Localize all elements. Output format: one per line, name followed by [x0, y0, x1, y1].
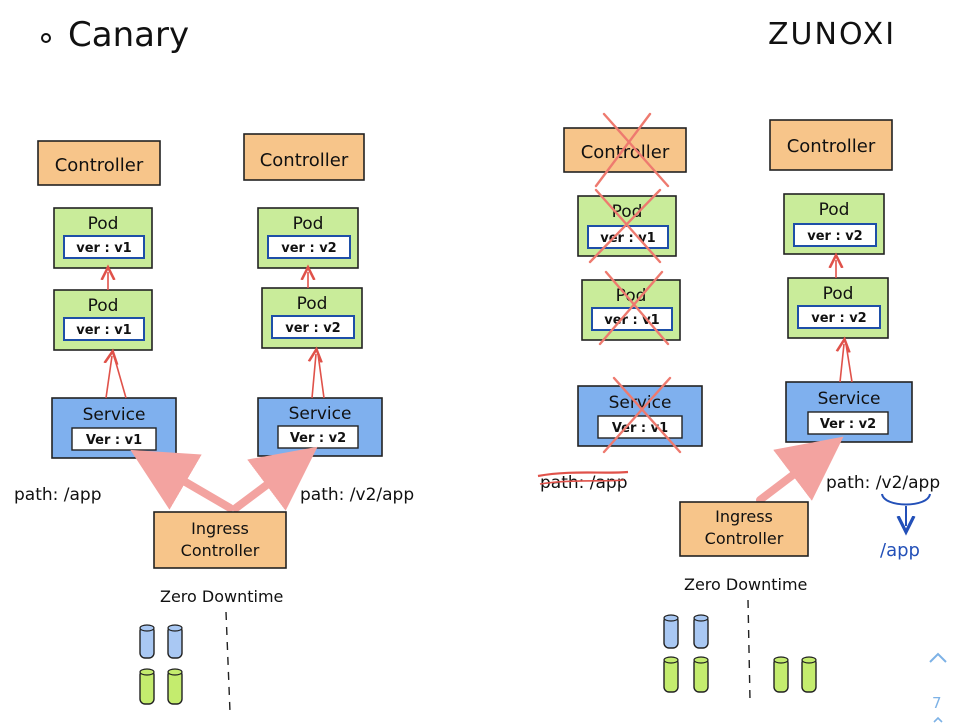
- cylinder-green: [139, 668, 155, 705]
- pod-cylinders: [139, 624, 183, 705]
- version-tag-label: ver : v1: [76, 323, 131, 338]
- cylinder-green: [693, 656, 709, 693]
- pod-cylinders: [663, 614, 817, 693]
- service-to-pod-arrow: [312, 354, 316, 399]
- service-version-tag: [597, 415, 683, 439]
- cylinder-green: [167, 668, 183, 705]
- page-nav[interactable]: 7: [929, 652, 947, 723]
- ingress-label: Controller: [181, 541, 260, 560]
- pod-label: Pod: [88, 296, 119, 316]
- pod-label: Pod: [823, 284, 854, 304]
- cylinder-green: [663, 656, 679, 693]
- version-tag-label: ver : v2: [285, 321, 340, 336]
- service-version-tag: [277, 425, 359, 449]
- cylinder-blue: [693, 614, 709, 649]
- version-tag: [271, 315, 355, 339]
- ingress-controller-box: [153, 511, 287, 569]
- version-tag: [797, 305, 881, 329]
- dashed-divider: [225, 611, 231, 713]
- service-to-pod-arrow: [113, 355, 127, 399]
- chevron-up-icon[interactable]: [929, 652, 947, 663]
- ingress-label: Ingress: [191, 519, 249, 538]
- cross-mark-controller: [594, 112, 652, 188]
- version-tag-label: ver : v1: [76, 241, 131, 256]
- cross-mark-controller: [602, 112, 670, 188]
- service-version-tag: [807, 411, 889, 435]
- pod-label: Pod: [297, 294, 328, 314]
- rewrite-brace: [881, 493, 931, 506]
- version-tag: [793, 223, 877, 247]
- path-label-v1-struck: path: /app: [540, 473, 628, 493]
- cylinder-blue: [139, 624, 155, 659]
- ingress-arrow-v2: [232, 446, 318, 512]
- path-label-v2: path: /v2/app: [300, 485, 414, 505]
- brand-logo: ZUNOXI: [768, 17, 896, 52]
- pod-label: Pod: [293, 214, 324, 234]
- cylinder-green: [801, 656, 817, 693]
- service-label: Service: [818, 389, 881, 409]
- page-title: Canary: [68, 15, 189, 55]
- service-version-tag: [71, 427, 157, 451]
- version-tag-label: ver : v2: [281, 241, 336, 256]
- cylinder-blue: [167, 624, 183, 659]
- service-version-label: Ver : v2: [820, 417, 876, 432]
- service-label: Service: [609, 393, 672, 413]
- service-to-pod-arrow: [106, 356, 112, 399]
- controller-label: Controller: [581, 142, 670, 163]
- service-to-pod-arrow: [317, 353, 325, 399]
- deleted-cross-marks: [588, 112, 682, 454]
- cross-mark-service: [602, 376, 672, 454]
- zero-downtime-label: Zero Downtime: [160, 587, 283, 606]
- version-tag-label: ver : v2: [811, 311, 866, 326]
- path-label-v1: path: /app: [14, 485, 102, 505]
- version-tag: [63, 317, 145, 341]
- version-tag: [63, 235, 145, 259]
- rewrite-target-label: /app: [880, 540, 920, 561]
- cylinder-green: [773, 656, 789, 693]
- right-diagram: Controller Controller Pod ver : v1 Pod v…: [537, 112, 940, 701]
- pod-label: Pod: [819, 200, 850, 220]
- ingress-arrow-v1: [130, 449, 234, 512]
- dashed-divider: [747, 599, 751, 701]
- service-version-label: Ver : v1: [86, 433, 142, 448]
- controller-box-v1: [563, 127, 687, 173]
- strikethrough-line: [537, 470, 629, 478]
- zero-downtime-label: Zero Downtime: [684, 575, 807, 594]
- service-label: Service: [289, 404, 352, 424]
- controller-label: Controller: [787, 136, 876, 157]
- chevron-down-icon[interactable]: [933, 716, 943, 723]
- service-label: Service: [83, 405, 146, 425]
- cross-mark-pod: [588, 188, 662, 264]
- cylinder-blue: [663, 614, 679, 649]
- version-tag-label: ver : v2: [807, 229, 862, 244]
- ingress-arrow-v2: [756, 436, 844, 504]
- cross-mark-pod: [598, 270, 664, 346]
- ingress-label: Ingress: [715, 507, 773, 526]
- service-to-pod-arrow: [840, 344, 844, 383]
- controller-box-v2: [769, 119, 893, 171]
- cross-mark-service: [612, 376, 682, 454]
- title-bullet: [41, 33, 51, 43]
- strikethrough-line: [539, 479, 625, 485]
- pod-label: Pod: [88, 214, 119, 234]
- ingress-controller-box: [679, 501, 809, 557]
- left-diagram: Controller Controller Pod ver : v1 Pod v…: [14, 133, 414, 713]
- service-to-pod-arrow: [845, 343, 853, 383]
- page-number: 7: [932, 694, 942, 712]
- controller-box-v1: [37, 140, 161, 186]
- path-label-v2: path: /v2/app: [826, 473, 940, 493]
- ingress-label: Controller: [705, 529, 784, 548]
- cross-mark-pod: [594, 188, 662, 264]
- version-tag: [267, 235, 351, 259]
- controller-box-v2: [243, 133, 365, 181]
- controller-label: Controller: [260, 150, 349, 171]
- controller-label: Controller: [55, 155, 144, 176]
- cross-mark-pod: [604, 270, 670, 346]
- service-version-label: Ver : v2: [290, 431, 346, 446]
